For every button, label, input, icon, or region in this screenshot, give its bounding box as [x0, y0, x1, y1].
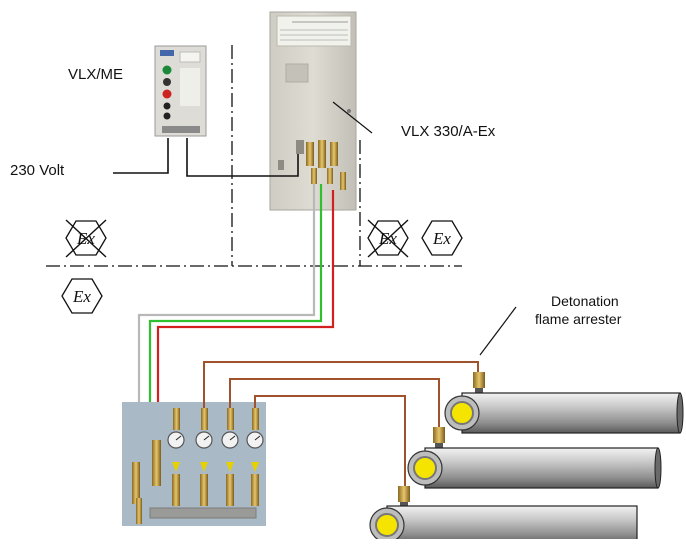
hazard-zone-boundaries	[46, 45, 462, 267]
line-grey	[137, 184, 316, 440]
measuring-lines	[137, 184, 335, 440]
line-red	[156, 190, 335, 440]
copper-line-middle	[229, 378, 440, 427]
indicator-lamp-red	[162, 89, 172, 99]
copper-line-bottom	[254, 395, 406, 486]
copper-sample-lines	[203, 361, 479, 486]
indicator-lamp-green	[162, 65, 172, 75]
label-arrester-line2: flame arrester	[535, 311, 622, 327]
flame-arrester-top	[473, 372, 485, 394]
manifold-block	[122, 402, 266, 526]
label-control-unit: VLX/ME	[68, 66, 124, 83]
label-main-unit: VLX 330/A-Ex	[401, 123, 496, 140]
flame-arrester-bottom	[398, 486, 410, 508]
copper-line-top	[203, 361, 479, 408]
electrical-cables	[113, 138, 299, 177]
main-unit-vlx-330-a-ex	[269, 11, 357, 211]
type-plate	[276, 15, 352, 47]
ex-symbol-hazard-zone: Ex	[61, 278, 103, 314]
control-unit-vlx-me	[154, 45, 207, 137]
indicator-lamp-dark	[163, 78, 171, 86]
pipe-cylinder-bottom	[369, 505, 638, 544]
leader-main-unit	[332, 101, 373, 134]
cable-230v-supply	[113, 138, 169, 174]
svg-text:Ex: Ex	[72, 287, 91, 306]
svg-text:Ex: Ex	[432, 229, 451, 248]
ex-symbol-crossed-left: Ex	[65, 219, 107, 258]
ex-symbol-right: Ex	[421, 220, 463, 256]
cable-control-to-main	[186, 138, 299, 177]
ex-symbol-crossed-right: Ex	[367, 219, 409, 258]
line-green	[148, 184, 323, 440]
pipe-cylinder-middle	[407, 447, 662, 489]
label-voltage: 230 Volt	[10, 162, 65, 179]
pipe-cylinder-top	[444, 392, 684, 434]
label-arrester-line1: Detonation	[551, 293, 619, 309]
leader-flame-arrester	[479, 306, 517, 356]
flame-arrester-middle	[433, 427, 445, 449]
